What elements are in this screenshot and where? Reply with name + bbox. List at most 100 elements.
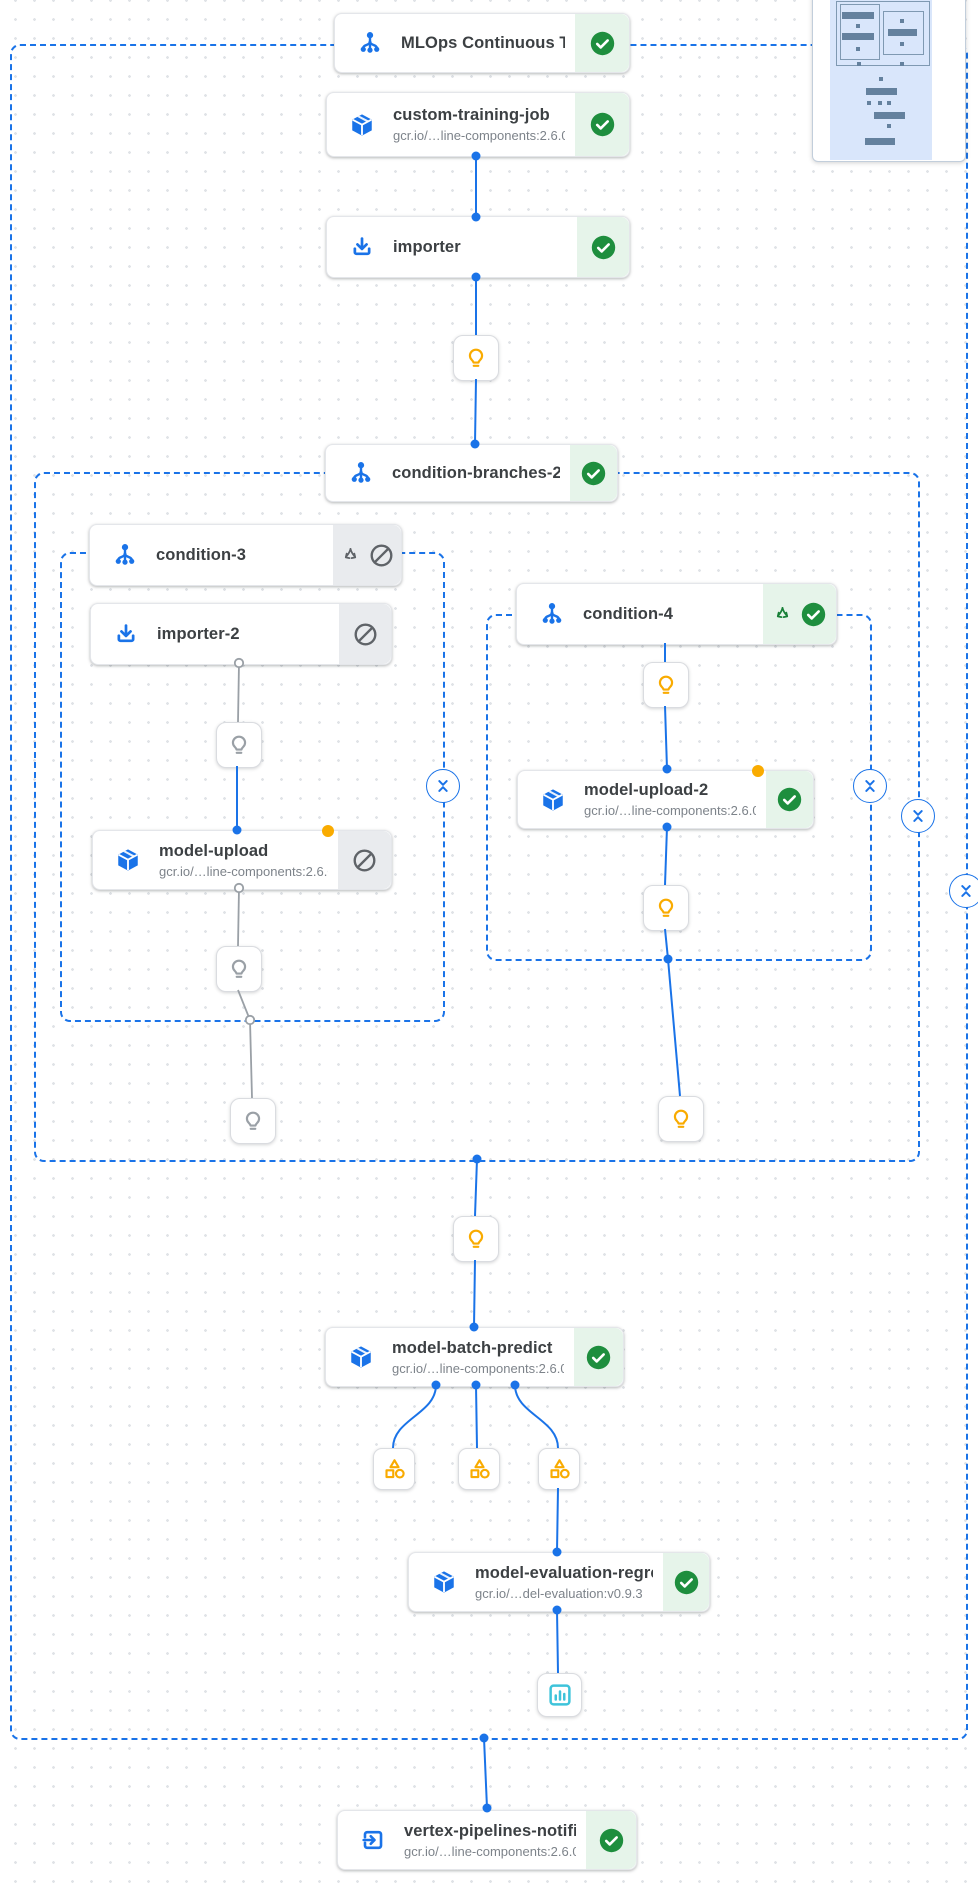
lightbulb-icon xyxy=(226,956,252,982)
minimap-group xyxy=(836,1,930,66)
parameter-node[interactable] xyxy=(453,1216,499,1262)
metrics-icon xyxy=(545,1680,575,1710)
parameter-node[interactable] xyxy=(453,335,499,381)
node-subtitle: gcr.io/…line-components:2.6.0 xyxy=(393,128,565,143)
node-condition-4[interactable]: condition-4 xyxy=(516,583,837,645)
collapse-condition-branches-2-button[interactable] xyxy=(901,799,935,833)
node-condition-3[interactable]: condition-3 xyxy=(89,524,402,586)
minimap-node xyxy=(842,33,874,40)
node-title: model-upload-2 xyxy=(584,781,709,799)
import-icon xyxy=(349,234,375,260)
node-model-upload[interactable]: model-upload gcr.io/…line-components:2.6… xyxy=(92,825,392,890)
success-check-icon xyxy=(589,30,616,57)
minimap-node xyxy=(842,12,874,19)
collapse-condition-4-button[interactable] xyxy=(853,769,887,803)
parameter-node-skipped[interactable] xyxy=(216,946,262,992)
branch-taken-icon xyxy=(772,604,793,625)
node-title: model-evaluation-regres… xyxy=(475,1563,653,1582)
status-succeeded xyxy=(766,771,813,828)
node-title: custom-training-job xyxy=(393,106,550,124)
minimap-node xyxy=(887,124,891,128)
collapse-icon xyxy=(954,879,978,903)
node-title: vertex-pipelines-notificat… xyxy=(404,1821,576,1840)
cube-icon xyxy=(348,1344,374,1370)
dag-icon xyxy=(357,30,383,56)
node-title: condition-3 xyxy=(156,545,247,564)
branch-not-taken-icon xyxy=(340,545,361,566)
exit-icon xyxy=(360,1827,386,1853)
node-mlops-root[interactable]: MLOps Continuous Traini… xyxy=(334,13,630,73)
lightbulb-icon xyxy=(653,672,679,698)
status-succeeded xyxy=(586,1811,636,1869)
node-model-upload-2[interactable]: model-upload-2 gcr.io/…line-components:2… xyxy=(517,765,814,829)
collapse-condition-3-button[interactable] xyxy=(426,769,460,803)
node-importer-2[interactable]: importer-2 xyxy=(90,603,392,665)
lightbulb-icon xyxy=(653,895,679,921)
minimap-node xyxy=(879,77,883,81)
node-model-batch-predict[interactable]: model-batch-predict gcr.io/…line-compone… xyxy=(325,1327,624,1387)
minimap[interactable] xyxy=(812,0,966,162)
yellow-status-dot xyxy=(322,825,334,837)
parameter-node[interactable] xyxy=(658,1096,704,1142)
minimap-node xyxy=(856,47,860,51)
node-importer[interactable]: importer xyxy=(326,216,630,278)
status-succeeded xyxy=(575,93,629,156)
artifact-node[interactable] xyxy=(538,1448,580,1490)
parameter-node-skipped[interactable] xyxy=(216,722,262,768)
node-title: model-batch-predict xyxy=(392,1338,553,1357)
minimap-node xyxy=(888,29,917,36)
status-succeeded xyxy=(575,14,629,72)
minimap-node xyxy=(887,101,891,105)
node-title: MLOps Continuous Traini… xyxy=(401,33,565,52)
parameter-node[interactable] xyxy=(643,662,689,708)
minimap-group xyxy=(840,4,880,60)
dag-icon xyxy=(539,601,565,627)
artifact-node[interactable] xyxy=(373,1448,415,1490)
cube-icon xyxy=(349,112,375,138)
status-skipped xyxy=(339,604,391,664)
collapse-icon xyxy=(431,774,455,798)
success-check-icon xyxy=(585,1344,612,1371)
minimap-group xyxy=(883,11,924,55)
artifact-shapes-icon xyxy=(381,1456,408,1483)
success-check-icon xyxy=(580,460,607,487)
node-title: condition-branches-2 xyxy=(392,463,560,482)
node-custom-training-job[interactable]: custom-training-job gcr.io/…line-compone… xyxy=(326,92,630,157)
status-succeeded xyxy=(763,584,836,644)
node-model-evaluation-regression[interactable]: model-evaluation-regres… gcr.io/…del-eva… xyxy=(408,1552,710,1612)
node-subtitle: gcr.io/…line-components:2.6.0 xyxy=(159,863,328,879)
collapse-icon xyxy=(858,774,882,798)
lightbulb-icon xyxy=(240,1108,266,1134)
yellow-status-dot xyxy=(752,765,764,777)
success-check-icon xyxy=(590,234,617,261)
node-condition-branches-2[interactable]: condition-branches-2 xyxy=(325,444,618,502)
cube-icon xyxy=(431,1569,457,1595)
collapse-root-button[interactable] xyxy=(949,874,978,908)
minimap-node xyxy=(900,19,904,23)
minimap-node xyxy=(867,101,871,105)
node-title: condition-4 xyxy=(583,604,674,623)
status-succeeded xyxy=(577,217,629,277)
node-subtitle: gcr.io/…del-evaluation:v0.9.3 xyxy=(475,1585,643,1601)
node-subtitle: gcr.io/…line-components:2.6.0 xyxy=(404,1843,576,1859)
minimap-node xyxy=(874,112,905,119)
success-check-icon xyxy=(598,1827,625,1854)
skipped-icon xyxy=(351,847,378,874)
parameter-node-skipped[interactable] xyxy=(230,1098,276,1144)
success-check-icon xyxy=(589,111,616,138)
success-check-icon xyxy=(776,786,803,813)
status-skipped xyxy=(333,525,401,585)
minimap-node xyxy=(878,101,882,105)
lightbulb-icon xyxy=(463,1226,489,1252)
artifact-node[interactable] xyxy=(458,1448,500,1490)
minimap-node xyxy=(857,62,861,66)
node-vertex-pipelines-notification[interactable]: vertex-pipelines-notificat… gcr.io/…line… xyxy=(337,1810,637,1870)
parameter-node[interactable] xyxy=(643,885,689,931)
node-subtitle: gcr.io/…line-components:2.6.0 xyxy=(392,1360,564,1376)
collapse-icon xyxy=(906,804,930,828)
minimap-node xyxy=(856,24,860,28)
cube-icon xyxy=(540,787,566,813)
metrics-artifact-node[interactable] xyxy=(537,1673,582,1717)
node-title: model-upload xyxy=(159,841,269,860)
